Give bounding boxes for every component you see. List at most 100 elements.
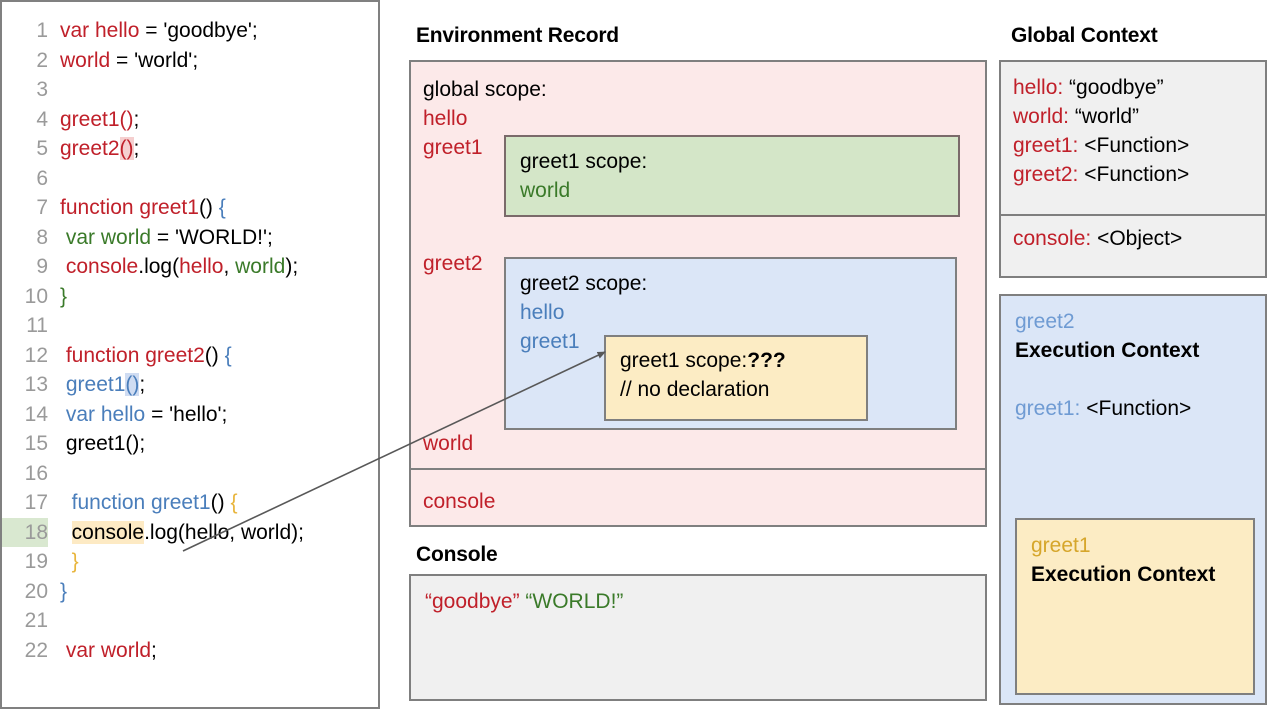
code-token: var world (65, 225, 152, 249)
code-token: ; (151, 638, 157, 662)
code-line-text: function greet1() { (48, 488, 238, 518)
global-context-panel: hello: “goodbye” world: “world” greet1: … (999, 60, 1267, 278)
greet2-ec-key-greet1: greet1: (1015, 397, 1081, 420)
env-binding-greet1: greet1 (423, 136, 483, 159)
global-context-row: greet1: <Function> (1013, 134, 1189, 158)
code-token: greet1 (60, 107, 120, 131)
code-line-number: 19 (24, 550, 48, 573)
code-line-number: 8 (36, 225, 48, 249)
code-line-text: var hello = 'hello'; (48, 400, 228, 430)
code-line-text: world = 'world'; (48, 46, 198, 76)
console-output-goodbye: “goodbye” (425, 590, 520, 613)
console-output-panel[interactable]: “goodbye” “WORLD!” (409, 574, 987, 701)
code-line[interactable]: 10} (2, 282, 378, 312)
global-context-divider (1001, 214, 1265, 216)
code-line[interactable]: 12 function greet2() { (2, 341, 378, 371)
greet1-scope-var-world: world (520, 179, 571, 202)
global-context-row: greet2: <Function> (1013, 163, 1189, 187)
code-line-text: } (48, 547, 79, 577)
code-token: { (218, 196, 226, 219)
env-binding-greet2: greet2 (423, 252, 483, 275)
code-line-text: } (48, 282, 67, 312)
code-line-text: var world = 'WORLD!'; (48, 223, 273, 253)
code-line-number: 11 (26, 314, 48, 337)
code-line[interactable]: 18 console.log(hello, world); (2, 517, 378, 548)
console-output-row: “goodbye” “WORLD!” (425, 590, 623, 614)
code-line[interactable]: 3 (2, 75, 378, 105)
code-token: { (224, 343, 232, 367)
code-line-text: var hello = 'goodbye'; (48, 16, 258, 46)
code-token: () (119, 107, 134, 131)
code-token: ; (133, 107, 140, 131)
code-token: hello (179, 255, 224, 278)
greet1-scope-box: greet1 scope: world (504, 135, 960, 217)
greet2-scope-title: greet2 scope: (520, 272, 648, 295)
greet2-scope-var-hello: hello (520, 301, 565, 324)
global-context-value-hello: “goodbye” (1069, 76, 1164, 99)
global-context-title: Global Context (1011, 24, 1158, 47)
code-token: () (198, 196, 219, 219)
code-line-number: 6 (36, 166, 48, 190)
code-token: function greet1 (60, 196, 199, 219)
code-token: ; (133, 137, 140, 160)
greet1-execution-context-subtitle: Execution Context (1031, 563, 1216, 586)
code-token: () (119, 137, 134, 160)
greet1-execution-context-panel: greet1 Execution Context (1015, 518, 1255, 695)
code-token (60, 521, 72, 544)
global-context-key-greet2: greet2: (1013, 163, 1079, 186)
code-line-text: } (48, 577, 67, 607)
global-context-key-world: world: (1013, 105, 1070, 128)
code-line[interactable]: 17 function greet1() { (2, 488, 378, 518)
code-line-text: console.log(hello, world); (48, 518, 304, 548)
code-line[interactable]: 11 (2, 311, 378, 341)
greet1-inner-scope-unknown: ??? (747, 349, 786, 372)
code-line[interactable]: 8 var world = 'WORLD!'; (2, 223, 378, 253)
code-line-number: 12 (24, 343, 48, 367)
code-line[interactable]: 21 (2, 606, 378, 636)
code-token: = 'goodbye'; (139, 19, 258, 42)
code-token: function greet1 (71, 491, 211, 514)
code-token: console (65, 255, 139, 278)
global-context-row: hello: “goodbye” (1013, 76, 1164, 100)
code-line[interactable]: 20} (2, 577, 378, 607)
code-line-number: 21 (24, 609, 48, 632)
code-token: = 'hello'; (145, 402, 228, 426)
global-context-row: console: <Object> (1013, 227, 1182, 251)
code-line-number: 16 (24, 461, 48, 485)
code-line-number: 14 (24, 402, 48, 426)
code-line[interactable]: 16 (2, 459, 378, 489)
code-token: console (71, 520, 145, 544)
code-token: greet1(); (60, 432, 146, 455)
code-line[interactable]: 13 greet1(); (2, 370, 378, 400)
code-line[interactable]: 14 var hello = 'hello'; (2, 400, 378, 430)
global-context-row: world: “world” (1013, 105, 1139, 129)
code-token: ; (139, 373, 146, 396)
code-line[interactable]: 6 (2, 164, 378, 194)
console-output-world: “WORLD!” (525, 590, 624, 613)
code-line[interactable]: 19 } (2, 547, 378, 577)
code-line[interactable]: 9 console.log(hello, world); (2, 252, 378, 282)
code-line[interactable]: 15 greet1(); (2, 429, 378, 459)
code-token: var hello (65, 402, 146, 426)
code-line-number: 18 (2, 517, 48, 547)
greet1-scope-title: greet1 scope: (520, 150, 648, 173)
global-context-value-greet1: <Function> (1084, 134, 1190, 157)
code-token: var hello (60, 19, 140, 42)
greet1-inner-scope-box: greet1 scope:??? // no declaration (604, 335, 868, 421)
global-context-key-greet1: greet1: (1013, 134, 1079, 157)
code-token: () (210, 491, 231, 514)
greet1-inner-scope-label: greet1 scope: (620, 349, 748, 372)
env-binding-console: console (423, 490, 496, 513)
greet1-inner-scope-title: greet1 scope:??? (620, 349, 786, 373)
greet1-inner-scope-comment: // no declaration (620, 378, 770, 401)
code-line[interactable]: 22 var world; (2, 636, 378, 666)
greet2-scope-var-greet1: greet1 (520, 330, 580, 353)
environment-record-title: Environment Record (416, 24, 619, 47)
